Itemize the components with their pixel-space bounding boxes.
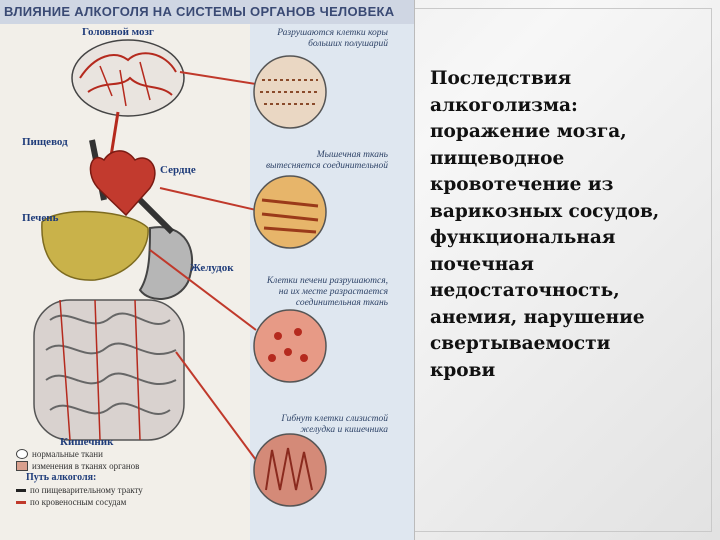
legend-path-blood: по кровеносным сосудам bbox=[30, 497, 127, 507]
changed-tissue-symbol bbox=[16, 461, 28, 471]
label-brain: Головной мозг bbox=[82, 26, 154, 38]
intestine-shape bbox=[33, 299, 185, 441]
legend-normal: нормальные ткани bbox=[32, 449, 103, 459]
label-liver: Печень bbox=[22, 212, 59, 224]
text-line: свертываемости bbox=[430, 333, 611, 354]
poster-legend: нормальные ткани изменения в тканях орга… bbox=[16, 448, 246, 508]
text-line: алкоголизма: bbox=[430, 94, 578, 116]
liver-shape bbox=[41, 210, 149, 281]
caption-gut: Гибнут клетки слизистой желудка и кишечн… bbox=[281, 414, 388, 435]
gut-tissue-circle bbox=[253, 433, 327, 507]
heart-tissue-circle bbox=[253, 175, 327, 249]
text-line: крови bbox=[430, 359, 496, 381]
text-line: пищеводное bbox=[430, 147, 565, 169]
brain-shape bbox=[71, 39, 185, 117]
label-esophagus: Пищевод bbox=[22, 136, 68, 148]
liver-tissue-circle bbox=[253, 309, 327, 383]
digestive-path-arrow-icon bbox=[16, 488, 26, 492]
legend-path-digestive: по пищеварительному тракту bbox=[30, 485, 143, 495]
text-line: кровотечение из bbox=[430, 174, 614, 195]
normal-tissue-symbol bbox=[16, 449, 28, 459]
label-stomach: Желудок bbox=[190, 262, 234, 274]
label-intestine: Кишечник bbox=[60, 436, 114, 448]
label-heart: Сердце bbox=[160, 164, 196, 176]
anatomy-poster: ВЛИЯНИЕ АЛКОГОЛЯ НА СИСТЕМЫ ОРГАНОВ ЧЕЛО… bbox=[0, 0, 415, 540]
text-line: анемия, нарушение bbox=[430, 306, 645, 328]
anatomy-illustration bbox=[33, 39, 327, 507]
caption-liver: Клетки печени разрушаются, на их месте р… bbox=[266, 276, 388, 308]
text-line: Последствия bbox=[430, 68, 572, 89]
heart-shape bbox=[89, 150, 156, 217]
legend-changes: изменения в тканях органов bbox=[32, 461, 140, 471]
caption-brain: Разрушаются клетки коры больших полушари… bbox=[277, 28, 388, 49]
consequences-text: Последствия алкоголизма: поражение мозга… bbox=[430, 66, 700, 384]
text-line: поражение мозга, bbox=[430, 121, 627, 142]
legend-path-title: Путь алкоголя: bbox=[26, 472, 97, 483]
text-line: почечная bbox=[430, 253, 534, 275]
text-line: функциональная bbox=[430, 227, 616, 248]
poster-title: ВЛИЯНИЕ АЛКОГОЛЯ НА СИСТЕМЫ ОРГАНОВ ЧЕЛО… bbox=[0, 0, 414, 24]
blood-path-arrow-icon bbox=[16, 500, 26, 504]
text-line: варикозных сосудов, bbox=[430, 200, 660, 222]
text-line: недостаточность, bbox=[430, 280, 620, 301]
caption-heart: Мышечная ткань вытесняется соединительно… bbox=[265, 150, 388, 171]
